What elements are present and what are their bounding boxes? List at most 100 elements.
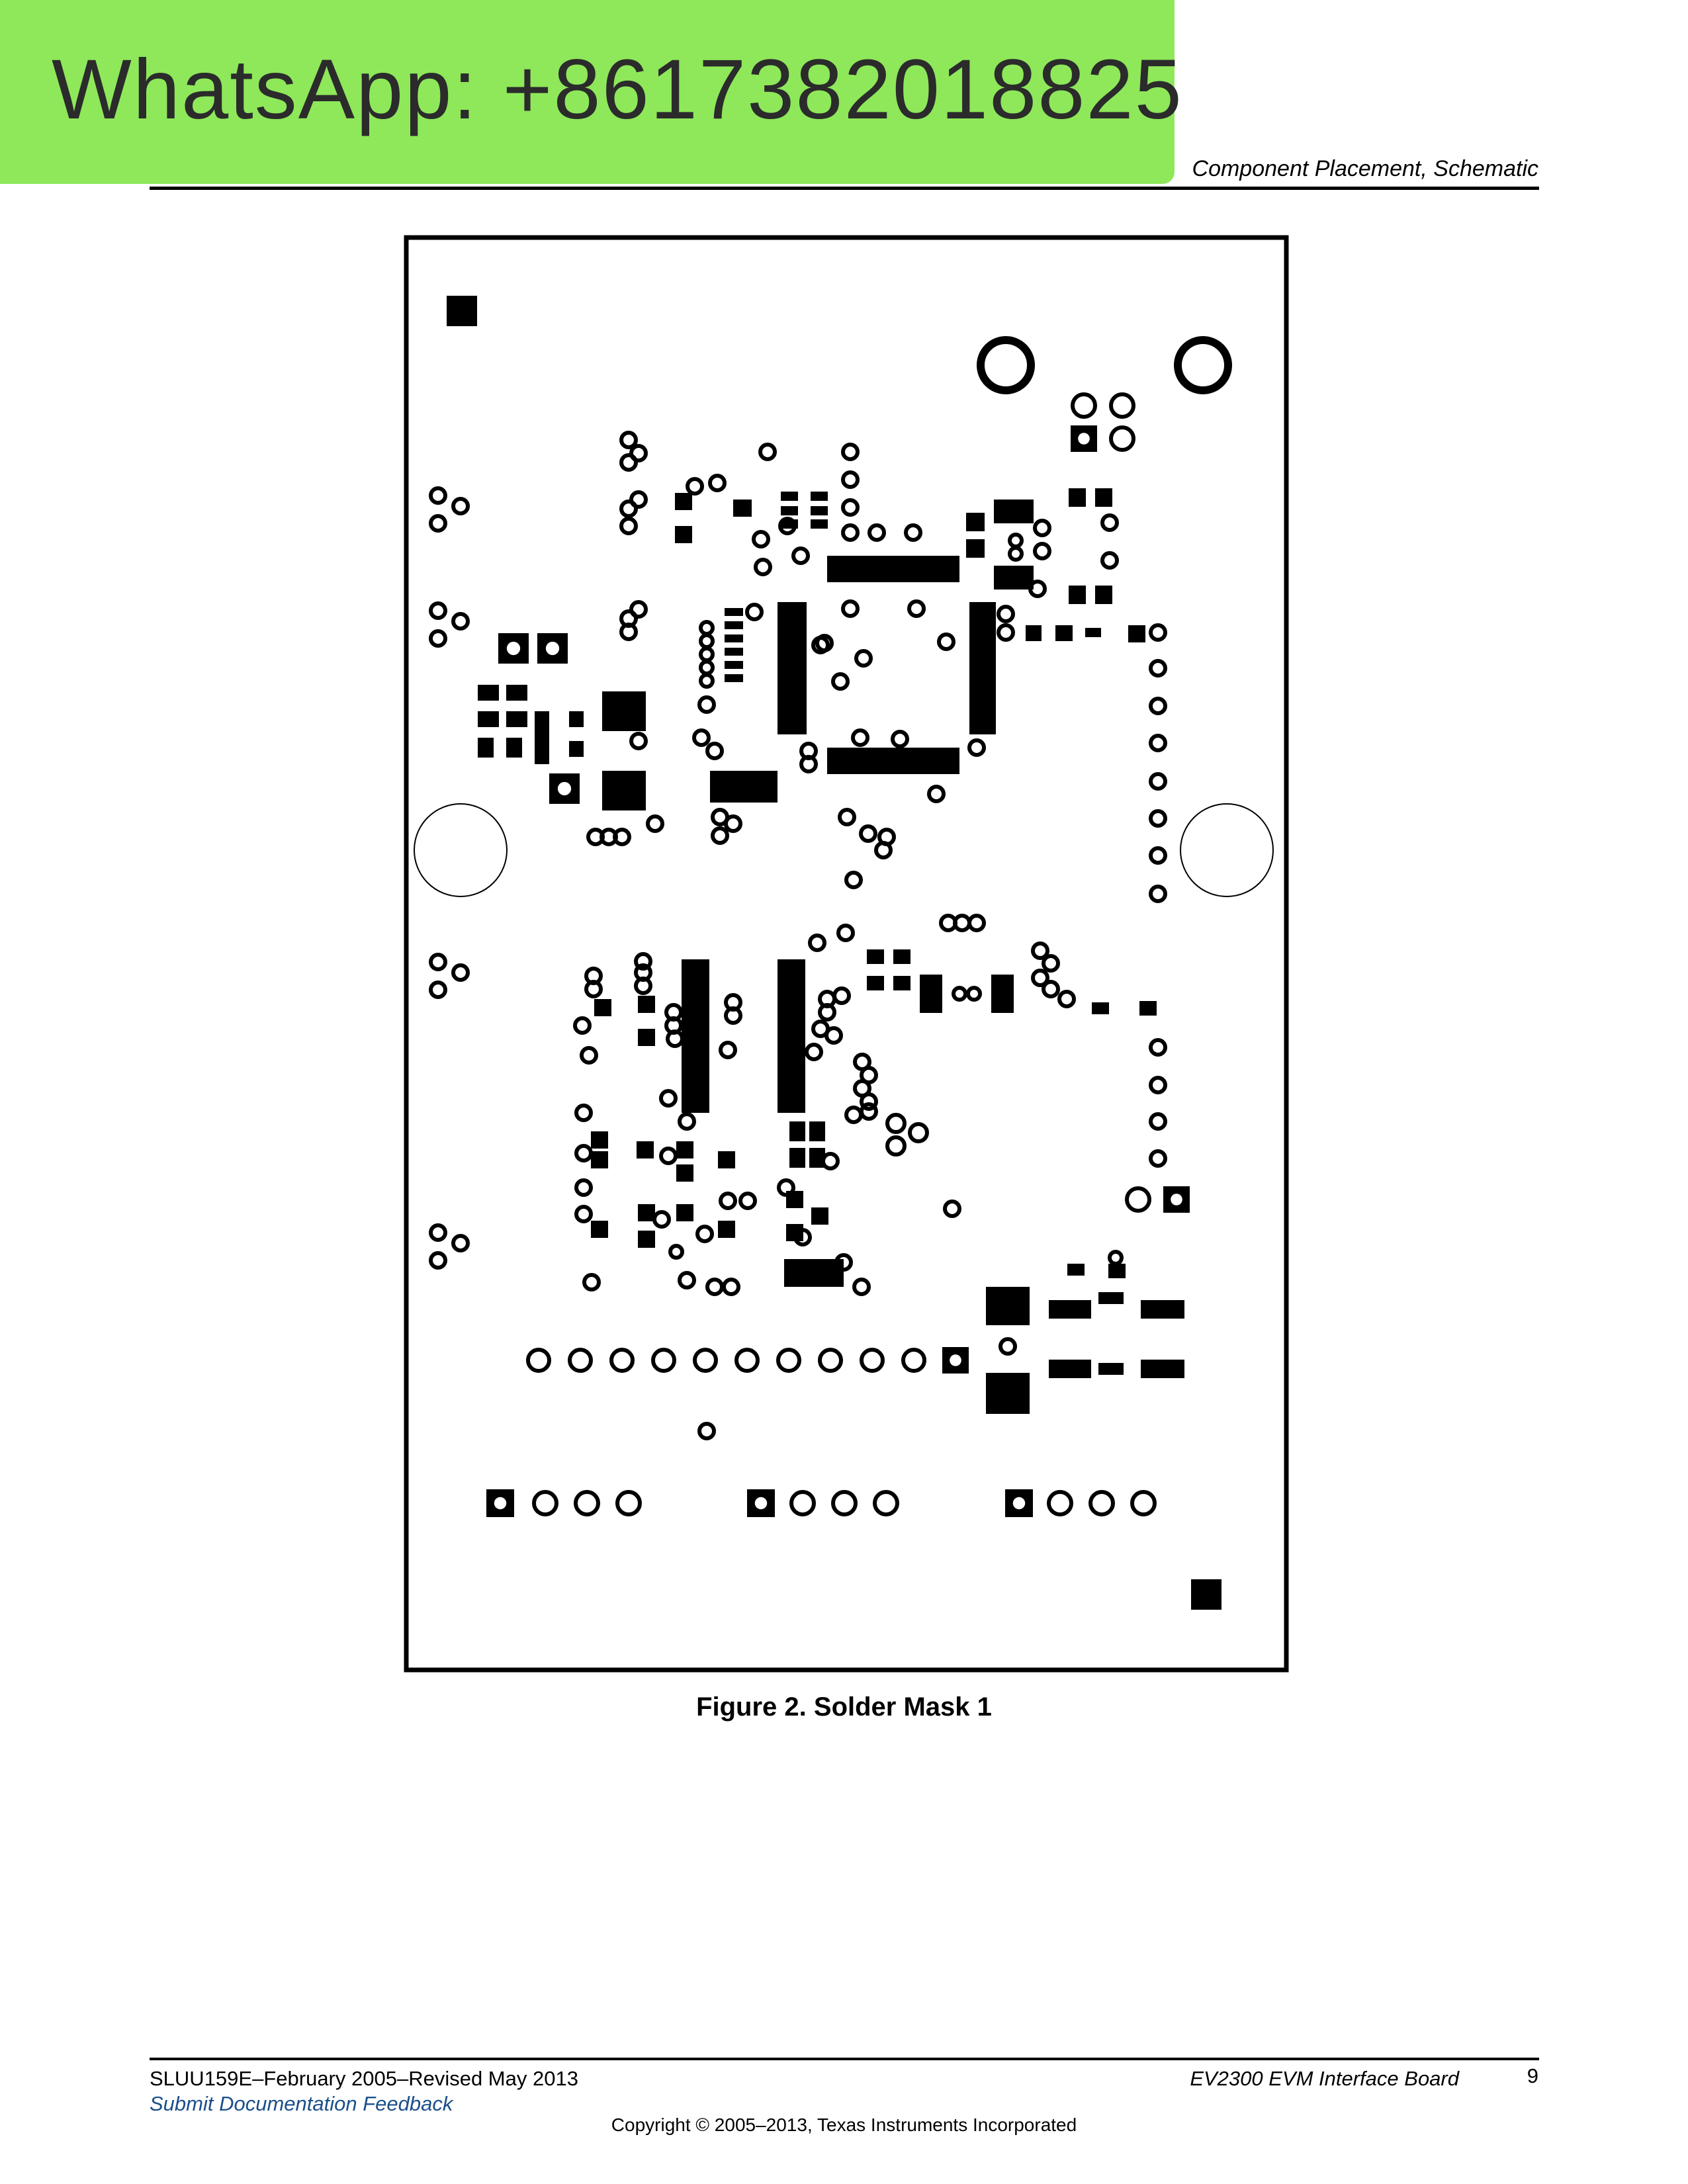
via-pad	[659, 1147, 678, 1165]
smd-pad	[591, 1221, 608, 1238]
via-pad	[841, 599, 860, 618]
via-pad	[1042, 980, 1060, 998]
feedback-link[interactable]: Submit Documentation Feedback	[150, 2092, 453, 2115]
via-pad	[609, 1348, 635, 1373]
smd-pad	[789, 1121, 805, 1141]
smd-pad	[786, 1191, 803, 1208]
via-pad	[818, 1348, 843, 1373]
via-pad	[758, 443, 777, 461]
via-pad	[844, 871, 863, 889]
smd-pad	[718, 1151, 735, 1168]
via-pad	[584, 980, 603, 998]
via-pad	[1028, 580, 1047, 598]
smd-pad	[1098, 1363, 1124, 1375]
via-pad	[724, 1006, 742, 1025]
smd-pad	[535, 711, 549, 764]
via-pad	[678, 1271, 696, 1289]
smd-pad	[725, 621, 743, 629]
via-pad	[429, 514, 447, 533]
smd-pad	[591, 1151, 608, 1168]
board-outline	[404, 235, 1289, 1673]
via-pad	[666, 1029, 684, 1048]
via-pad	[613, 828, 631, 846]
smd-pad	[676, 1141, 693, 1158]
section-title: Component Placement, Schematic	[1192, 156, 1538, 181]
smd-pad	[969, 602, 996, 734]
smd-pad	[637, 1141, 654, 1158]
smd-pad	[867, 949, 884, 964]
via-pad	[808, 934, 826, 952]
via-pad	[1109, 392, 1135, 419]
via-pad	[574, 1144, 593, 1162]
via-pad	[874, 841, 893, 859]
via-pad	[429, 629, 447, 648]
via-pad	[1033, 519, 1051, 537]
smd-pad	[1095, 488, 1112, 507]
via-pad	[967, 738, 986, 757]
smd-pad	[1049, 1360, 1091, 1378]
via-pad	[699, 660, 715, 676]
smd-pad	[781, 492, 798, 501]
smd-pad	[725, 634, 743, 642]
smd-pad	[781, 506, 798, 515]
via-pad	[908, 1122, 929, 1143]
via-pad	[885, 1135, 907, 1157]
smd-pad	[675, 493, 692, 510]
footer-rule	[150, 2058, 1539, 2060]
via-pad	[526, 1348, 551, 1373]
smd-pad	[994, 500, 1034, 523]
smd-pad	[1095, 586, 1112, 604]
via-pad	[722, 1278, 740, 1296]
smd-pad	[506, 685, 527, 701]
via-pad	[451, 963, 470, 982]
via-pad	[824, 1026, 843, 1045]
via-pad	[634, 952, 652, 971]
via-pad	[841, 498, 860, 517]
via-pad	[844, 1106, 863, 1124]
via-pad	[451, 1234, 470, 1252]
via-pad	[705, 742, 724, 760]
smd-pad	[920, 975, 942, 1013]
via-pad	[697, 1422, 716, 1440]
via-pad	[734, 1348, 760, 1373]
via-pad	[873, 1490, 899, 1516]
smd-pad	[893, 949, 911, 964]
via-pad	[1149, 885, 1167, 903]
smd-pad	[1026, 625, 1042, 641]
smd-pad	[811, 1207, 828, 1225]
via-pad	[705, 1278, 724, 1296]
via-pad	[686, 477, 704, 496]
smd-pad	[1085, 628, 1101, 637]
smd-pad	[591, 1131, 608, 1149]
smd-pad	[986, 1287, 1030, 1325]
via-pad	[836, 924, 855, 942]
header-rule	[150, 187, 1539, 190]
via-pad	[859, 824, 877, 843]
smd-pad	[777, 959, 805, 1113]
via-pad	[752, 530, 770, 548]
smd-pad	[725, 674, 743, 682]
via-pad	[719, 1041, 737, 1059]
via-pad	[1031, 969, 1049, 987]
via-pad	[574, 1490, 600, 1516]
via-pad	[1108, 1250, 1124, 1266]
via-pad	[831, 672, 850, 691]
via-pad	[699, 620, 715, 636]
via-pad	[1149, 734, 1167, 752]
smd-pad	[569, 711, 584, 727]
via-pad	[619, 453, 638, 472]
via-pad	[1149, 772, 1167, 791]
via-pad	[699, 673, 715, 689]
via-pad	[867, 523, 886, 542]
via-pad	[721, 778, 738, 795]
square-pad-hole	[506, 641, 521, 656]
via-pad	[943, 1200, 961, 1218]
square-pad-hole	[950, 1354, 961, 1366]
via-pad	[860, 1102, 878, 1121]
via-pad	[573, 1016, 592, 1035]
via-pad	[1047, 1490, 1073, 1516]
via-pad	[629, 490, 648, 509]
via-pad	[885, 1113, 907, 1134]
smd-pad	[789, 1148, 805, 1168]
smd-pad	[1141, 1300, 1184, 1319]
